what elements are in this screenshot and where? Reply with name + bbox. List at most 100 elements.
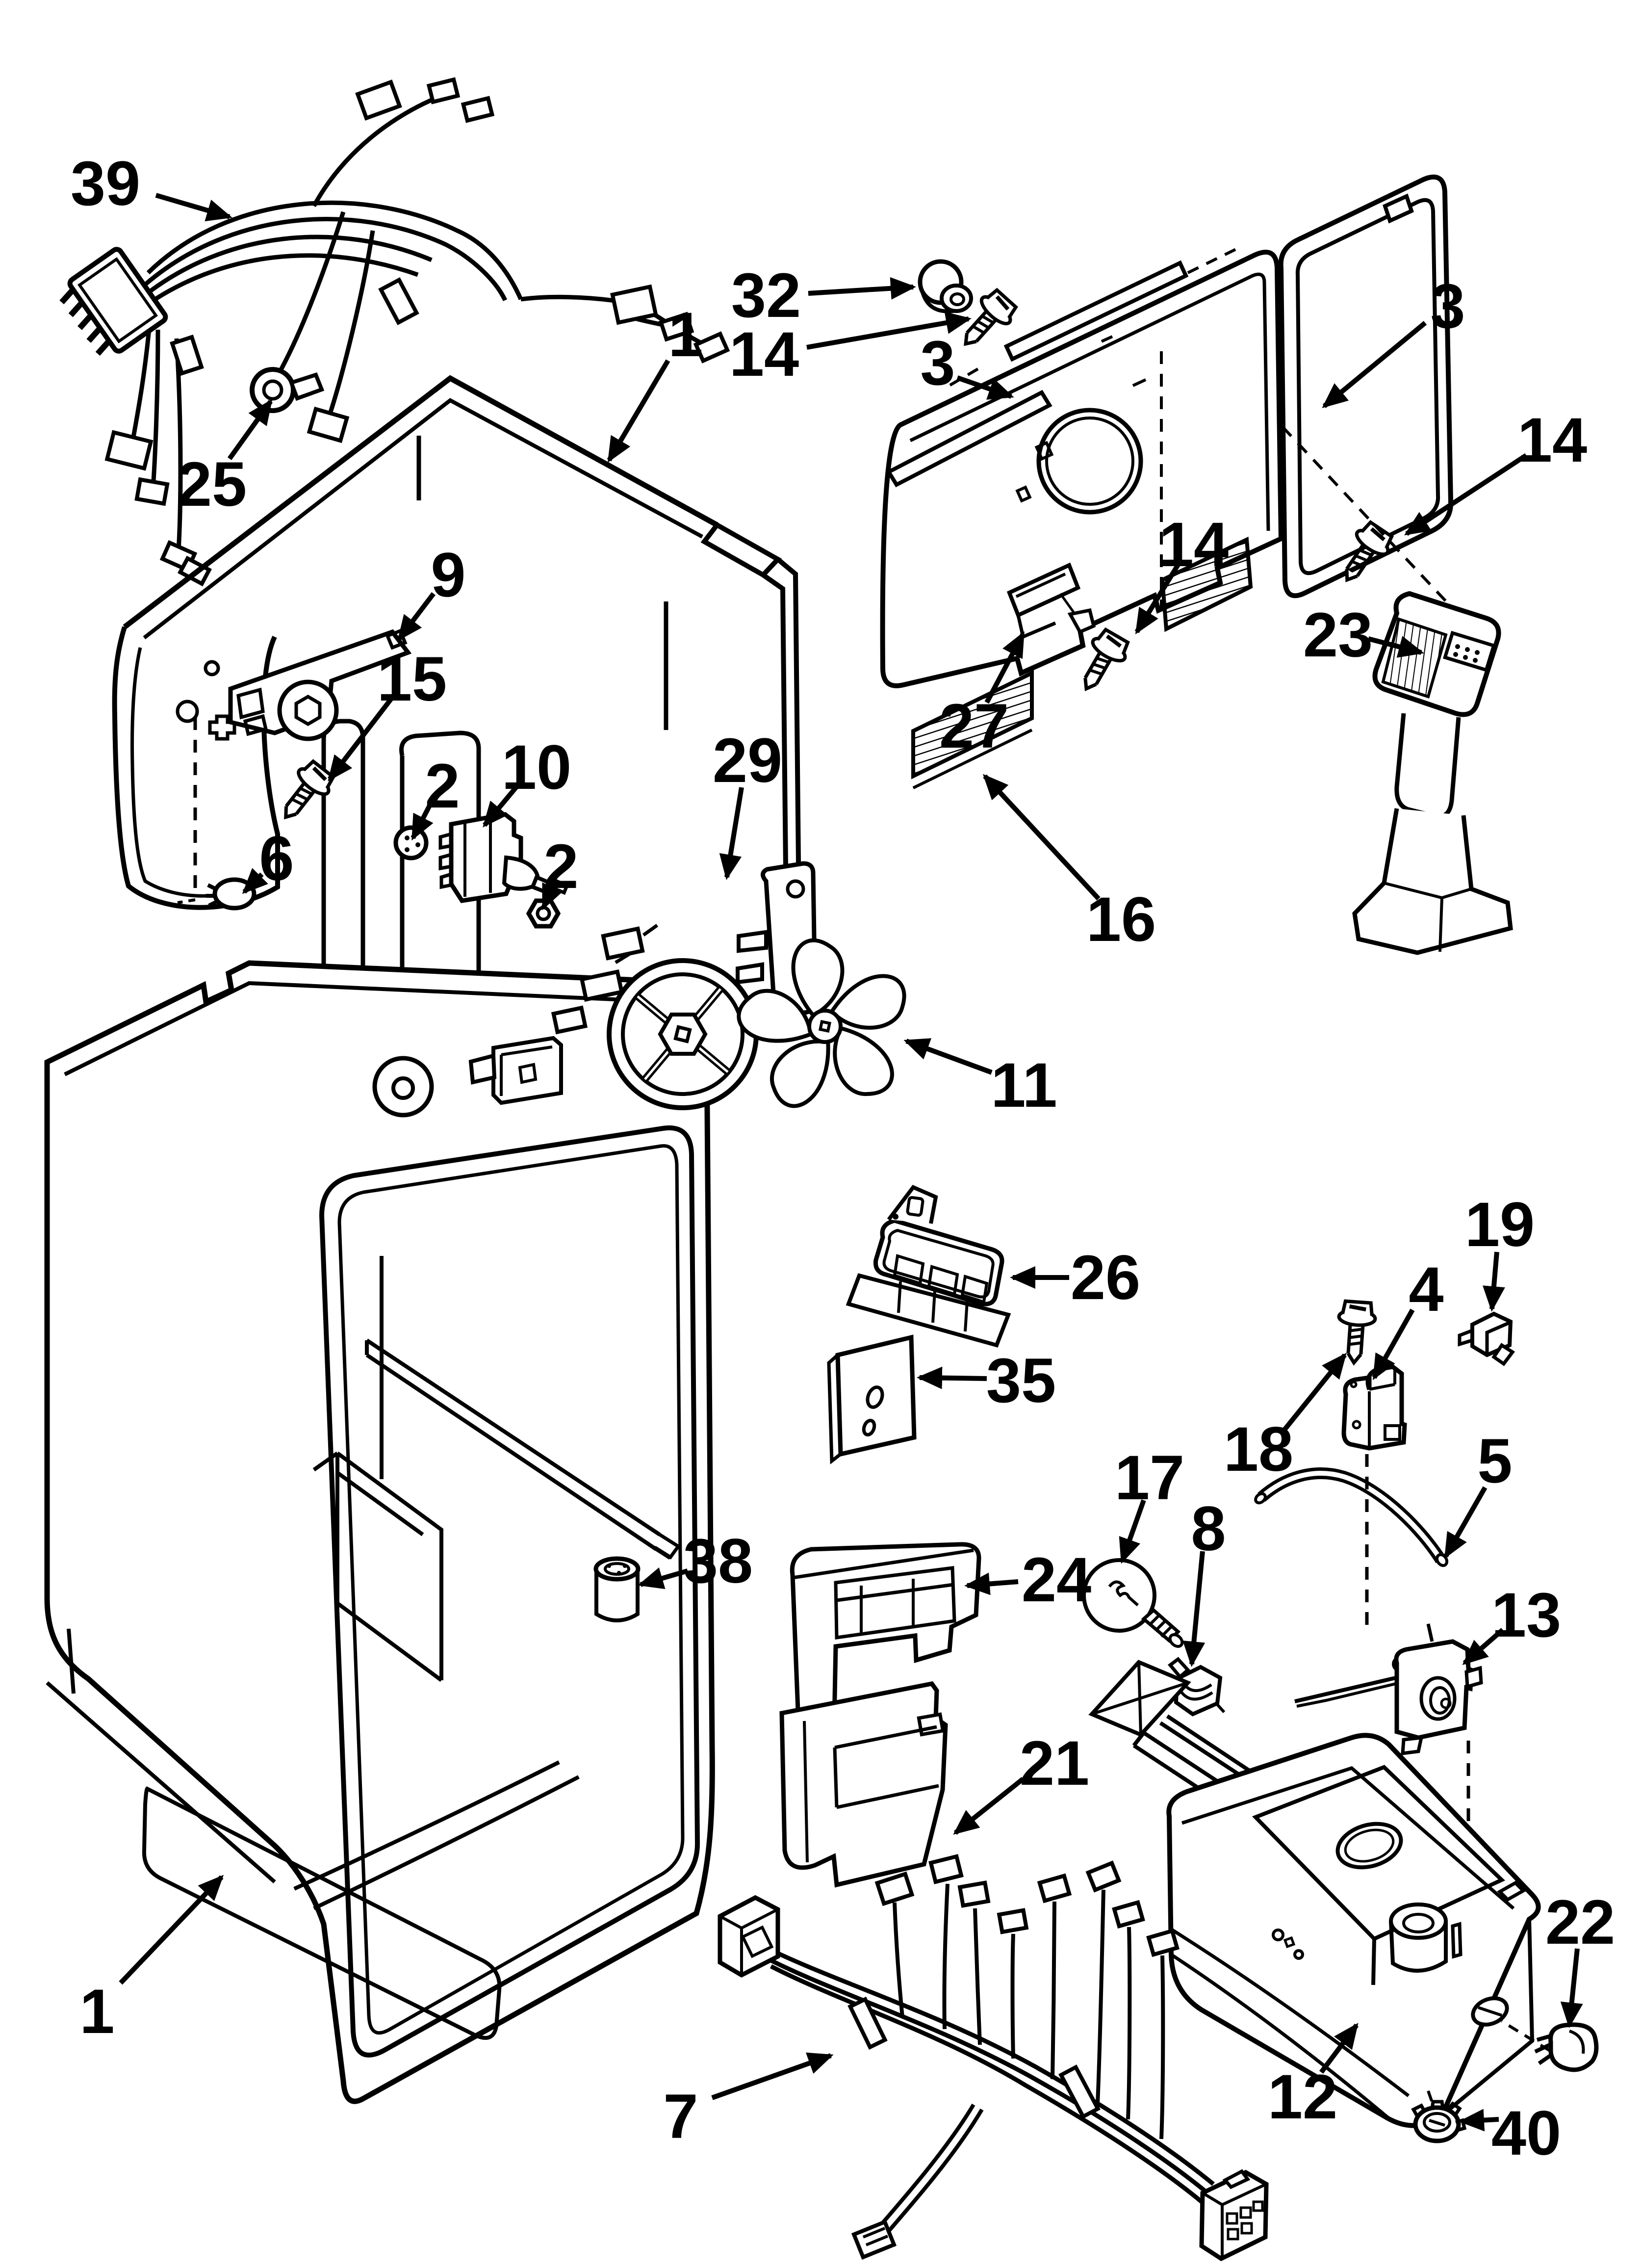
callout-arrow (410, 802, 434, 841)
callout-8: 8 (1182, 1494, 1226, 1667)
callout-arrow (953, 1777, 1025, 1835)
gasket-frame-3 (1278, 174, 1454, 599)
callout-number: 8 (1191, 1494, 1226, 1564)
callout-number: 14 (1159, 510, 1229, 580)
callout-39: 39 (71, 149, 232, 222)
bushing-32 (918, 259, 973, 313)
callout-25: 25 (177, 399, 273, 520)
callout-2: 2 (541, 832, 579, 911)
bracket-plate-35 (827, 1334, 917, 1464)
callout-2: 2 (410, 751, 460, 841)
callout-number: 6 (259, 824, 294, 894)
callout-number: 3 (1430, 271, 1465, 341)
overload-relay-4 (1341, 1364, 1407, 1451)
vent-cutout-27 (1006, 562, 1096, 639)
callout-arrow (1443, 1486, 1488, 1559)
callout-number: 21 (1020, 1728, 1089, 1799)
callout-number: 38 (683, 1526, 753, 1596)
callout-arrow (1404, 453, 1528, 536)
callout-7: 7 (663, 2052, 834, 2152)
trim-strip-top (1003, 260, 1189, 362)
callout-number: 17 (1115, 1443, 1184, 1513)
drain-pan-12 (1088, 1660, 1541, 2128)
callout-arrow (719, 787, 744, 880)
callout-14: 14 (1404, 405, 1587, 536)
callout-1: 1 (607, 300, 703, 463)
defrost-drain-tube-5 (1254, 1467, 1449, 1567)
callout-arrow (964, 1572, 1019, 1595)
callout-number: 9 (431, 540, 465, 610)
callout-arrow (982, 774, 1101, 901)
callout-11: 11 (903, 1038, 1057, 1121)
fan-blade-11 (731, 936, 904, 1114)
callout-number: 5 (1477, 1426, 1512, 1496)
fan-shroud-bracket-29 (468, 861, 818, 1110)
callout-number: 13 (1491, 1580, 1561, 1650)
callout-arrow (956, 375, 1014, 400)
callout-number: 2 (543, 832, 578, 902)
callout-arrow (483, 782, 521, 828)
evaporator-cover-21 (779, 1681, 948, 1888)
light-shield-bracket-9 (228, 628, 412, 741)
callout-number: 40 (1491, 2098, 1561, 2168)
callout-21: 21 (953, 1728, 1089, 1835)
callout-29: 29 (713, 726, 782, 880)
callout-arrow (984, 631, 1026, 704)
callout-number: 23 (1303, 600, 1373, 670)
callout-arrow (1119, 1499, 1146, 1564)
callout-23: 23 (1303, 600, 1424, 670)
wire-harness-bottom-7 (718, 1854, 1269, 2262)
callout-number: 11 (991, 1050, 1057, 1121)
screw-18 (1336, 1301, 1376, 1364)
light-bulb-17 (1082, 1558, 1184, 1648)
callout-19: 19 (1465, 1190, 1535, 1312)
callout-arrow (1281, 1353, 1347, 1434)
callout-15: 15 (328, 644, 447, 782)
callout-number: 4 (1409, 1254, 1443, 1325)
bulb-socket-8 (1167, 1657, 1226, 1717)
callout-17: 17 (1115, 1443, 1184, 1564)
callout-10: 10 (483, 732, 571, 828)
callout-3: 3 (920, 328, 1014, 400)
callout-27: 27 (939, 631, 1026, 761)
callout-18: 18 (1224, 1353, 1347, 1485)
callout-35: 35 (917, 1346, 1056, 1416)
callout-arrow (1319, 2023, 1359, 2074)
callout-1: 1 (79, 1875, 224, 2047)
callout-number: 1 (668, 300, 703, 370)
callout-number: 24 (1022, 1545, 1091, 1615)
callout-number: 7 (663, 2082, 698, 2152)
callout-number: 10 (502, 732, 571, 803)
callout-38: 38 (638, 1526, 753, 1596)
callout-arrow (541, 882, 563, 911)
standoff-38 (593, 1556, 641, 1622)
callout-number: 3 (920, 328, 955, 398)
callout-number: 12 (1268, 2062, 1337, 2132)
callout-arrow (1182, 1551, 1206, 1667)
callout-number: 35 (986, 1346, 1056, 1416)
callout-4: 4 (1372, 1254, 1444, 1381)
callout-arrow (1462, 1628, 1505, 1665)
callout-arrow (808, 277, 916, 300)
callout-number: 22 (1545, 1887, 1615, 1957)
trim-strip-3a (886, 390, 1052, 488)
push-fastener-2a (393, 825, 429, 860)
callout-arrow (1560, 1948, 1583, 2028)
callout-arrow (227, 399, 273, 460)
callout-number: 16 (1086, 885, 1156, 955)
callout-number: 27 (939, 691, 1009, 761)
callout-arrow (1134, 562, 1181, 635)
callout-arrow (806, 312, 972, 350)
wire-harness-top (59, 77, 730, 587)
callout-number: 29 (713, 726, 782, 796)
rear-panel-16 (880, 248, 1284, 789)
callout-arrow (607, 359, 670, 463)
callout-arrow (1483, 1251, 1505, 1312)
callout-arrow (1459, 2109, 1499, 2132)
callout-number: 25 (177, 449, 247, 520)
vent-grille-right (1160, 536, 1253, 632)
callout-16: 16 (982, 774, 1156, 955)
callout-arrow (638, 1567, 689, 1590)
callout-arrow (711, 2052, 834, 2100)
